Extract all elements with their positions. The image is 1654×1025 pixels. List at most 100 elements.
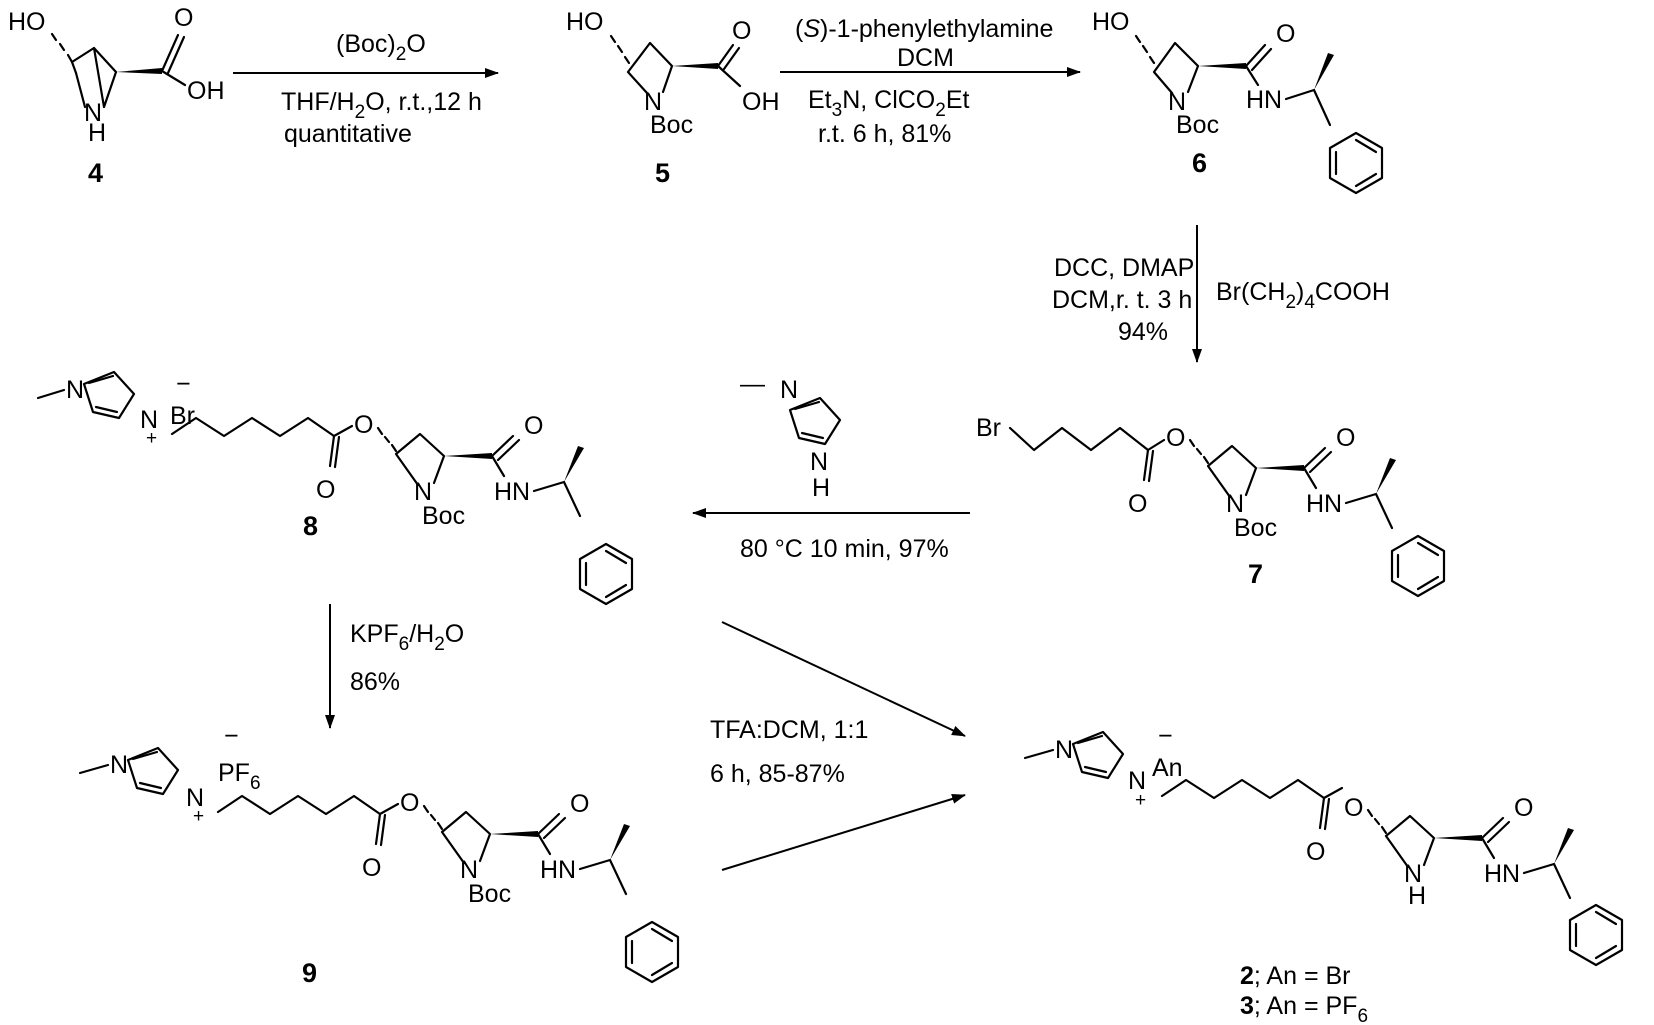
wedge-methyl	[564, 446, 584, 482]
atom-boc: Boc	[422, 502, 465, 530]
compound-number-8: 8	[303, 511, 318, 541]
atom-n: N	[644, 88, 662, 116]
minus-charge: −	[224, 722, 239, 750]
hash-bond	[50, 32, 74, 64]
step2-reagent: (S)-1-phenylethylamine	[795, 15, 1053, 43]
atom-n: N	[110, 751, 128, 779]
amide-bonds	[490, 434, 521, 478]
wedge-bond	[1434, 835, 1482, 841]
step1-conditions: THF/H2O, r.t.,12 h	[281, 88, 482, 123]
wedge-bond	[490, 831, 538, 837]
bond	[1522, 862, 1572, 900]
phenyl-ring	[1568, 903, 1624, 967]
compound-3-label: 3; An = PF6	[1240, 992, 1368, 1025]
atom-o-ester: O	[354, 411, 373, 439]
imidazole-reagent	[788, 396, 842, 446]
atom-n: N	[1226, 490, 1244, 518]
reaction-arrow-from-8	[721, 621, 966, 737]
atom-hn: HN	[540, 856, 576, 884]
methyl-bond	[78, 763, 110, 775]
atom-o: O	[316, 476, 335, 504]
atom-n: N	[780, 376, 798, 404]
atom-hn: HN	[1306, 490, 1342, 518]
atom-o: O	[732, 17, 751, 45]
phenyl-ring	[1328, 131, 1384, 195]
atom-br: Br	[976, 414, 1001, 442]
phenyl-ring	[624, 920, 680, 984]
atom-hn: HN	[494, 478, 530, 506]
step-6: TFA:DCM, 1:1 6 h, 85-87%	[710, 621, 966, 871]
atom-o-ester: O	[1344, 794, 1363, 822]
imidazolium-ring	[1071, 730, 1125, 780]
atom-n: N	[460, 856, 478, 884]
compound-number-7: 7	[1248, 559, 1263, 589]
amide-bonds	[536, 812, 567, 856]
atom-n: N	[1168, 88, 1186, 116]
atom-o: O	[1306, 838, 1325, 866]
atom-boc: Boc	[1176, 111, 1219, 139]
atom-n-imid: N	[810, 448, 828, 476]
amide-bonds	[1480, 816, 1511, 860]
methyl-group: —	[740, 370, 765, 398]
amide-bonds	[1302, 446, 1333, 490]
ring-bonds	[1152, 41, 1200, 95]
ring-bonds	[74, 46, 118, 109]
step3-conditions: DCM,r. t. 3 h	[1052, 286, 1192, 314]
atom-hn: HN	[1246, 86, 1282, 114]
wedge-methyl	[610, 824, 630, 860]
atom-h: H	[88, 119, 106, 147]
step1-yield: quantitative	[284, 120, 412, 148]
atom-o-ester: O	[400, 789, 419, 817]
compound-6: HO N Boc O HN 6	[1092, 8, 1384, 195]
reaction-arrow-from-9	[721, 794, 966, 871]
step6-reagent: TFA:DCM, 1:1	[710, 716, 868, 744]
methyl-bond	[1023, 748, 1055, 760]
plus-charge: +	[193, 806, 204, 827]
compound-number-5: 5	[655, 158, 670, 188]
atom-boc: Boc	[1234, 514, 1277, 542]
step5-yield: 86%	[350, 668, 400, 696]
compound-number-9: 9	[302, 958, 317, 988]
imidazolium-ring	[126, 746, 180, 796]
methyl-bond	[36, 388, 66, 400]
atom-hn: HN	[1484, 860, 1520, 888]
wedge-bond	[1256, 465, 1304, 471]
compound-5: HO N Boc O OH 5	[566, 8, 780, 188]
ester-bonds	[1318, 786, 1344, 831]
atom-oh: OH	[187, 77, 225, 105]
step5-reagent: KPF6/H2O	[350, 620, 464, 655]
compound-4: HO N H O OH 4	[8, 4, 225, 188]
bond	[70, 46, 96, 75]
plus-charge: +	[146, 428, 157, 449]
wedge-methyl	[1376, 458, 1396, 494]
step3-yield: 94%	[1118, 318, 1168, 346]
bond	[1284, 88, 1332, 127]
step2-solvent: DCM	[897, 44, 954, 72]
hash-bond	[376, 426, 398, 453]
atom-h: H	[1408, 882, 1426, 910]
compound-number-4: 4	[88, 158, 103, 188]
atom-o-amide: O	[570, 790, 589, 818]
atom-pf6: PF6	[218, 759, 261, 794]
step-2: (S)-1-phenylethylamine DCM Et3N, ClCO2Et…	[780, 15, 1081, 148]
bond	[1344, 492, 1394, 530]
atom-n-plus: N	[140, 406, 158, 434]
atom-o-amide: O	[524, 412, 543, 440]
compound-2-label: 2; An = Br	[1240, 962, 1351, 990]
hash-bond	[1366, 808, 1388, 835]
wedge-bond	[444, 453, 492, 459]
atom-an: An	[1152, 754, 1183, 782]
atom-ho: HO	[1092, 8, 1130, 36]
step-3: DCC, DMAP DCM,r. t. 3 h 94% Br(CH2)4COOH	[1052, 225, 1390, 363]
wedge-methyl	[1554, 828, 1574, 864]
ring-bonds	[1384, 814, 1436, 869]
atom-boc: Boc	[468, 880, 511, 908]
alkyl-chain	[170, 416, 336, 438]
step6-conditions: 6 h, 85-87%	[710, 760, 845, 788]
compound-7: Br O O N Boc O HN 7	[976, 414, 1446, 598]
ester-bonds	[1142, 438, 1166, 483]
step2-conditions: Et3N, ClCO2Et	[808, 86, 970, 121]
alkyl-chain	[216, 794, 382, 816]
